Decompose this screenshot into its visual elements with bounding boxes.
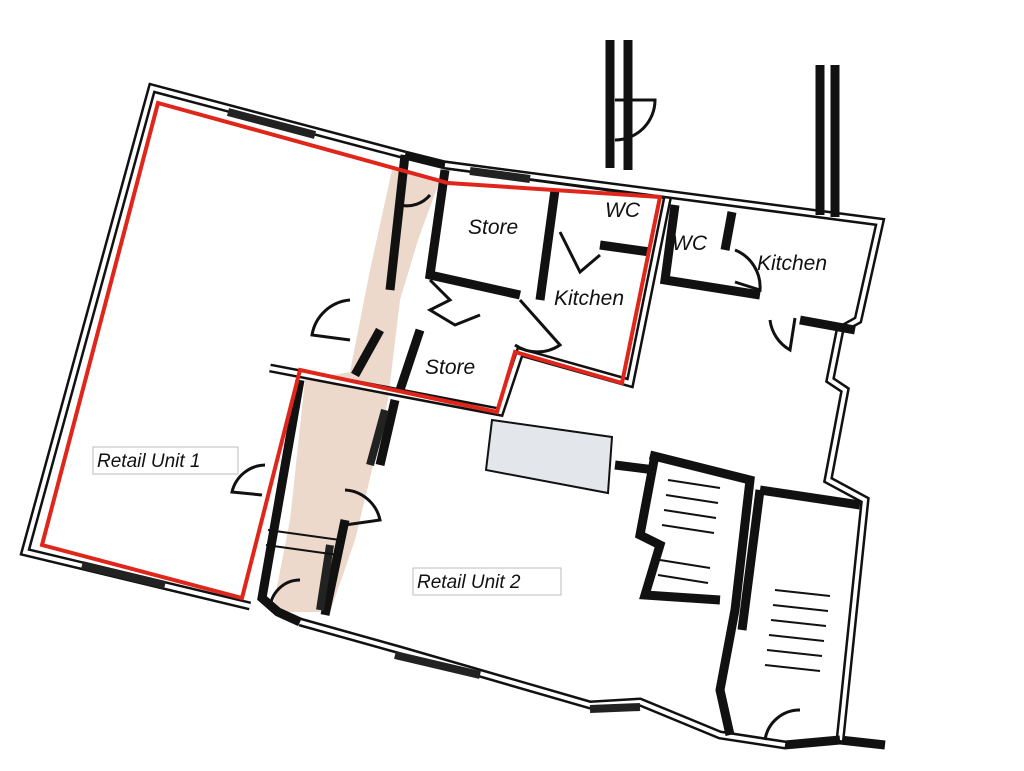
room-label-kitchen: Kitchen	[757, 252, 827, 275]
stairs	[265, 479, 831, 672]
walls	[19, 40, 886, 750]
fixture-block	[484, 418, 614, 495]
room-label-wc: WC	[672, 232, 708, 255]
windows	[81, 108, 641, 713]
retail-unit-1-label-box	[92, 446, 239, 475]
room-label-kitchen: Kitchen	[554, 287, 624, 310]
retail-unit-1-outline	[39, 100, 663, 601]
retail-unit-2-label: Retail Unit 2	[417, 572, 521, 593]
retail-unit-1-label: Retail Unit 1	[97, 451, 201, 472]
retail-unit-2-label-box	[412, 567, 562, 596]
corridor-shading	[272, 170, 440, 612]
room-label-store: Store	[468, 216, 518, 239]
doors	[230, 98, 801, 741]
room-label-store: Store	[425, 356, 475, 379]
room-label-wc: WC	[605, 199, 641, 222]
